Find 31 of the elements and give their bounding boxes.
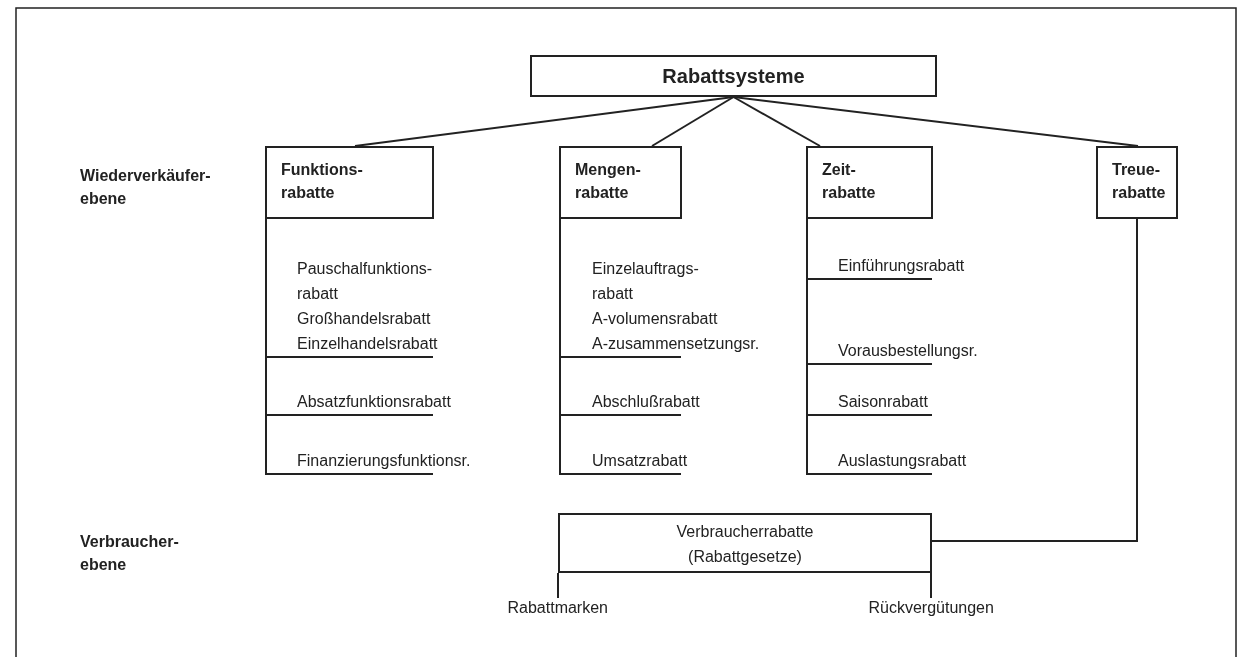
root-box: Rabattsysteme [530, 55, 937, 97]
discount-type-text: Einzelauftrags- rabatt [592, 259, 700, 304]
discount-type-text: A-zusammensetzungsr. [592, 334, 760, 354]
connector-line [930, 572, 932, 599]
connector-line [931, 218, 1138, 542]
level-label: Verbraucher- ebene [80, 532, 180, 575]
discount-type-text: Einzelhandelsrabatt [297, 334, 439, 354]
level-label: Wiederverkäufer- ebene [80, 166, 212, 209]
discount-type-text: Pauschalfunktions- rabatt [297, 259, 434, 304]
connector-line [732, 96, 821, 147]
connector-line [557, 572, 559, 599]
discount-type-text: Rückvergütungen [868, 598, 994, 618]
connector-line [559, 218, 682, 475]
discount-type-text: Auslastungsrabatt [838, 448, 967, 473]
category-box: Mengen- rabatte [559, 146, 682, 219]
consumer-box: Verbraucherrabatte (Rabattgesetze) [558, 513, 932, 573]
discount-type-text: Großhandelsrabatt [297, 309, 432, 329]
category-box: Zeit- rabatte [806, 146, 933, 219]
discount-type-text: Umsatzrabatt [592, 448, 688, 473]
connector-line [651, 96, 735, 147]
category-box: Treue- rabatte [1096, 146, 1178, 219]
connector-line [732, 96, 1139, 147]
discount-type-text: Einführungsrabatt [838, 253, 965, 278]
discount-type-text: Finanzierungsfunktionsr. [297, 448, 471, 473]
discount-type-text: Rabattmarken [507, 598, 608, 618]
discount-type-text: Vorausbestellungsr. [838, 338, 978, 363]
discount-type-text: Saisonrabatt [838, 389, 928, 414]
category-box: Funktions- rabatte [265, 146, 434, 219]
discount-type-text: Abschlußrabatt [592, 389, 700, 414]
discount-type-text: A-volumensrabatt [592, 309, 719, 329]
discount-type-text: Absatzfunktionsrabatt [297, 389, 451, 414]
